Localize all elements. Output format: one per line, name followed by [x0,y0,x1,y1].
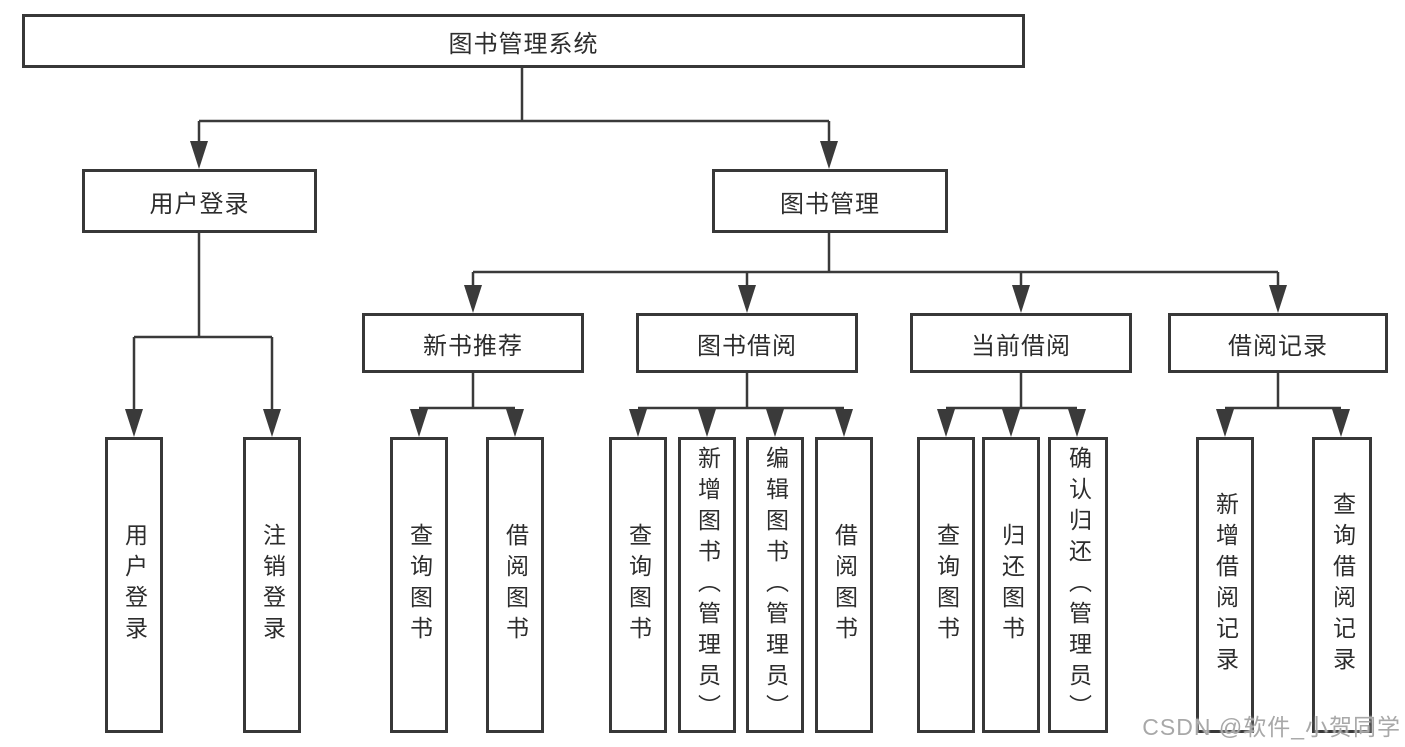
leaf-return-book: 归还图书 [982,437,1040,733]
node-new-book-recommend: 新书推荐 [362,313,584,373]
leaf-borrow-books-recommend-label: 借阅图书 [502,523,529,647]
leaf-query-borrow-record: 查询借阅记录 [1312,437,1372,733]
node-root-label: 图书管理系统 [448,30,599,58]
leaf-add-book-admin: 新增图书（管理员） [678,437,736,733]
node-root: 图书管理系统 [22,14,1025,68]
leaf-add-borrow-record-label: 新增借阅记录 [1212,492,1239,678]
leaf-borrow-books: 借阅图书 [815,437,873,733]
leaf-borrow-books-recommend: 借阅图书 [486,437,544,733]
node-borrow-records: 借阅记录 [1168,313,1388,373]
node-new-book-recommend-label: 新书推荐 [423,332,523,360]
leaf-query-books-borrow: 查询图书 [609,437,667,733]
leaf-logout-label: 注销登录 [259,523,286,647]
node-current-borrow-label: 当前借阅 [971,332,1071,360]
leaf-add-book-admin-label: 新增图书（管理员） [694,445,721,725]
leaf-add-borrow-record: 新增借阅记录 [1196,437,1254,733]
node-current-borrow: 当前借阅 [910,313,1132,373]
watermark: CSDN @软件_小贺同学 [1142,714,1401,740]
leaf-query-books-recommend-label: 查询图书 [406,523,433,647]
leaf-edit-book-admin-label: 编辑图书（管理员） [762,445,789,725]
leaf-logout: 注销登录 [243,437,301,733]
leaf-confirm-return-admin-label: 确认归还（管理员） [1065,445,1092,725]
leaf-query-books-borrow-label: 查询图书 [625,523,652,647]
leaf-query-books-recommend: 查询图书 [390,437,448,733]
node-book-management: 图书管理 [712,169,948,233]
leaf-user-login-label: 用户登录 [121,523,148,647]
leaf-edit-book-admin: 编辑图书（管理员） [746,437,804,733]
node-user-login-label: 用户登录 [149,190,250,218]
leaf-user-login: 用户登录 [105,437,163,733]
leaf-query-books-current: 查询图书 [917,437,975,733]
leaf-return-book-label: 归还图书 [998,523,1025,647]
node-user-login: 用户登录 [82,169,317,233]
leaf-query-books-current-label: 查询图书 [933,523,960,647]
node-book-management-label: 图书管理 [780,190,880,218]
leaf-confirm-return-admin: 确认归还（管理员） [1048,437,1108,733]
leaf-query-borrow-record-label: 查询借阅记录 [1329,492,1356,678]
node-book-borrow: 图书借阅 [636,313,858,373]
node-book-borrow-label: 图书借阅 [697,332,797,360]
leaf-borrow-books-label: 借阅图书 [831,523,858,647]
node-borrow-records-label: 借阅记录 [1228,332,1328,360]
